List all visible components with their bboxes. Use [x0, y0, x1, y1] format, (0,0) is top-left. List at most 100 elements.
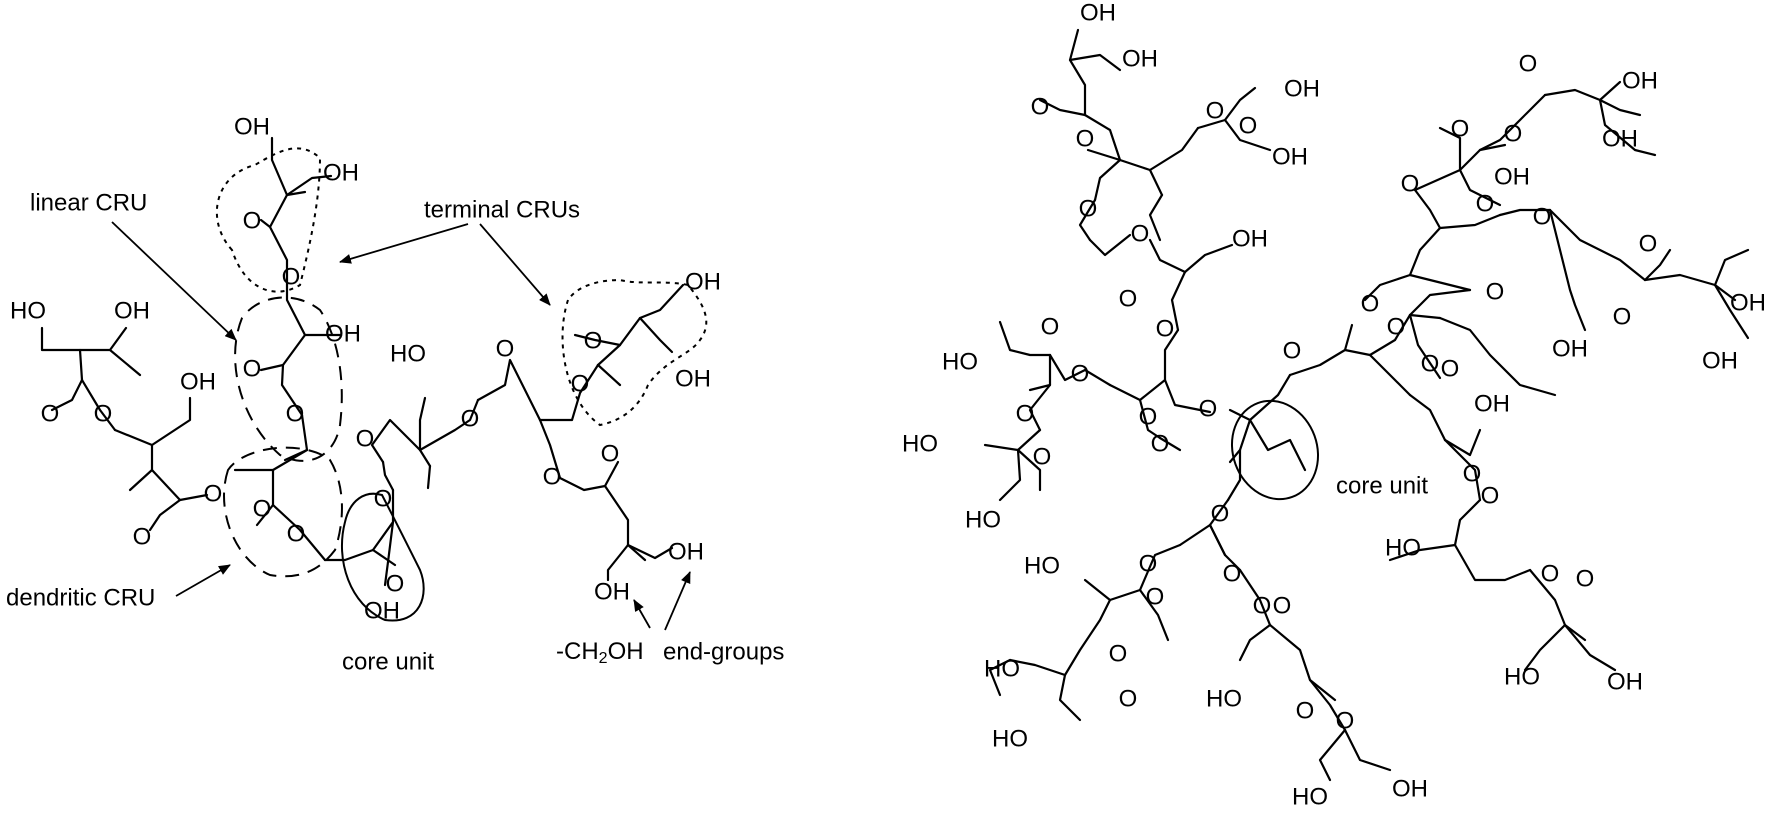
atom-o: O — [1079, 195, 1098, 222]
atom-oh: OH — [325, 320, 361, 347]
atom-o: O — [1613, 303, 1632, 330]
atom-ho: HO — [1024, 552, 1060, 579]
atom-o: O — [1401, 170, 1420, 197]
atom-oh: OH — [1607, 668, 1643, 695]
left-arrows — [111, 221, 691, 631]
atom-oh: OH — [1232, 225, 1268, 252]
atom-o: O — [1639, 230, 1658, 257]
terminal-crus-label: terminal CRUs — [424, 196, 580, 223]
atom-o: O — [1206, 97, 1225, 124]
end-groups-label: end-groups — [663, 638, 784, 665]
core-unit-outline-left — [341, 492, 425, 622]
atom-o: O — [601, 440, 620, 467]
atom-o: O — [1211, 500, 1230, 527]
atom-o: O — [386, 570, 405, 597]
atom-ho: HO — [984, 655, 1020, 682]
atom-o: O — [1576, 565, 1595, 592]
terminal-cru-outline-right — [561, 278, 708, 427]
atom-o: O — [1131, 220, 1150, 247]
atom-o: O — [204, 480, 223, 507]
left-skeleton-bonds — [40, 136, 685, 587]
atom-o: O — [496, 335, 515, 362]
atom-o: O — [1071, 360, 1090, 387]
atom-o: O — [1441, 355, 1460, 382]
atom-o: O — [286, 400, 305, 427]
atom-oh: OH — [1474, 390, 1510, 417]
atom-o: O — [282, 263, 301, 290]
right-structure: OH OH O O O O OH OH O O OH O O HO O O O … — [902, 0, 1766, 810]
atom-o: O — [243, 355, 262, 382]
arrow-end-groups — [664, 571, 691, 631]
atom-o: O — [41, 400, 60, 427]
atom-o: O — [133, 523, 152, 550]
atom-oh: OH — [1272, 143, 1308, 170]
atom-o: O — [1519, 50, 1538, 77]
atom-o: O — [1146, 583, 1165, 610]
atom-ho: HO — [965, 506, 1001, 533]
atom-o: O — [1463, 460, 1482, 487]
atom-o: O — [356, 425, 375, 452]
atom-o: O — [1273, 592, 1292, 619]
atom-oh: OH — [1080, 0, 1116, 26]
atom-o: O — [1253, 592, 1272, 619]
right-atom-labels: OH OH O O O O OH OH O O OH O O HO O O O … — [902, 0, 1766, 810]
atom-ho: HO — [390, 340, 426, 367]
atom-ho: HO — [1385, 534, 1421, 561]
atom-oh: OH — [1552, 335, 1588, 362]
right-skeleton-bonds — [983, 28, 1750, 782]
atom-o: O — [1504, 120, 1523, 147]
atom-o: O — [1076, 125, 1095, 152]
atom-o: O — [1476, 190, 1495, 217]
core-unit-label-left: core unit — [342, 648, 434, 675]
core-unit-label-right: core unit — [1336, 472, 1428, 499]
atom-o: O — [1139, 550, 1158, 577]
atom-o: O — [1156, 315, 1175, 342]
atom-oh: OH — [180, 368, 216, 395]
atom-o: O — [1033, 443, 1052, 470]
atom-ho: HO — [992, 725, 1028, 752]
atom-o: O — [1031, 93, 1050, 120]
atom-ho: HO — [1292, 783, 1328, 810]
atom-oh: OH — [1602, 125, 1638, 152]
dendritic-cru-outline — [223, 446, 343, 578]
dendritic-cru-label: dendritic CRU — [6, 584, 155, 611]
atom-ho: HO — [1206, 685, 1242, 712]
atom-ho: HO — [942, 348, 978, 375]
right-unit-outlines — [1230, 399, 1320, 501]
arrow-dendritic-cru — [175, 564, 231, 597]
atom-o: O — [1016, 400, 1035, 427]
atom-oh: OH — [685, 268, 721, 295]
atom-o: O — [1533, 203, 1552, 230]
atom-o: O — [1109, 640, 1128, 667]
atom-o: O — [1041, 313, 1060, 340]
atom-o: O — [571, 370, 590, 397]
arrow-terminal-cru-top — [339, 223, 469, 264]
atom-oh: OH — [594, 578, 630, 605]
atom-o: O — [287, 520, 306, 547]
atom-oh: OH — [1702, 347, 1738, 374]
atom-o: O — [1119, 685, 1138, 712]
atom-o: O — [253, 495, 272, 522]
atom-o: O — [1119, 285, 1138, 312]
atom-o: O — [461, 405, 480, 432]
atom-o: O — [1486, 278, 1505, 305]
atom-o: O — [1239, 112, 1258, 139]
left-annotations: linear CRU terminal CRUs dendritic CRU c… — [6, 189, 784, 675]
ch2oh-label: -CH2OH — [556, 638, 644, 667]
atom-oh: OH — [323, 159, 359, 186]
linear-cru-label: linear CRU — [30, 189, 147, 216]
atom-o: O — [1296, 697, 1315, 724]
atom-o: O — [1481, 482, 1500, 509]
left-atom-labels: OH OH O O OH O O O O HO OH O O OH O O O … — [10, 113, 721, 624]
arrow-linear-cru — [111, 221, 237, 341]
atom-o: O — [1421, 350, 1440, 377]
atom-oh: OH — [1392, 775, 1428, 802]
atom-o: O — [1283, 337, 1302, 364]
atom-oh: OH — [1622, 67, 1658, 94]
atom-o: O — [1541, 560, 1560, 587]
atom-o: O — [1139, 403, 1158, 430]
atom-oh: OH — [668, 538, 704, 565]
atom-ho: HO — [10, 297, 46, 324]
